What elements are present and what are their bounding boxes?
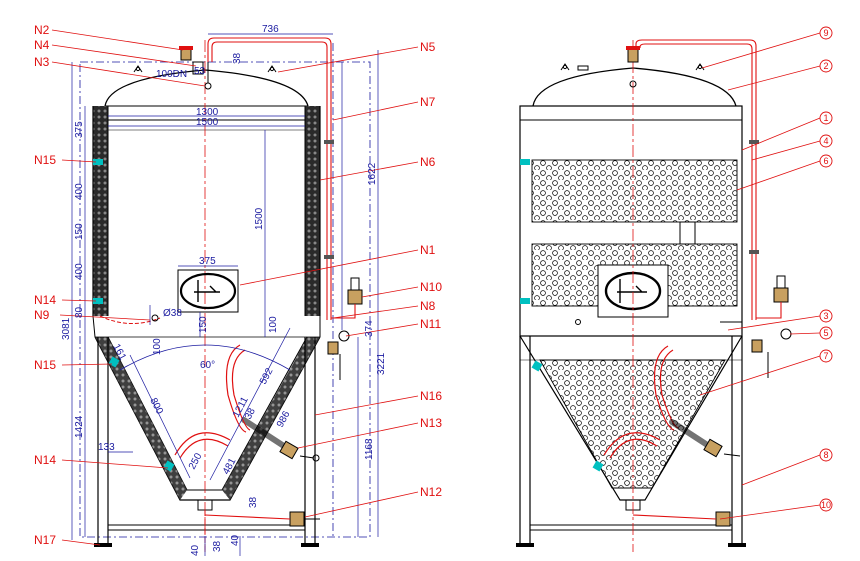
callout-4: 4	[824, 136, 829, 146]
label-n7: N7	[420, 95, 436, 109]
callout-8: 8	[824, 450, 829, 460]
dim-250: 250	[187, 451, 205, 471]
dim-100dn: 100DN	[156, 69, 187, 80]
callout-3: 3	[824, 311, 829, 321]
label-n2: N2	[34, 23, 50, 37]
label-n3: N3	[34, 55, 50, 69]
dim-150-b: 150	[198, 316, 209, 333]
dim-1300: 1300	[196, 107, 219, 118]
dim-100-a: 100	[152, 338, 163, 355]
dim-375-manway: 375	[199, 256, 216, 267]
label-n15-lower: N15	[34, 358, 56, 372]
callout-2: 2	[824, 61, 829, 71]
label-n5: N5	[420, 40, 436, 54]
label-n1: N1	[420, 243, 436, 257]
dim-38-top: 38	[232, 52, 243, 64]
label-n9: N9	[34, 308, 50, 322]
callout-10: 10	[821, 500, 831, 510]
dim-53: 53	[194, 66, 206, 77]
dim-38-d: 38	[212, 540, 223, 552]
label-n16: N16	[420, 389, 442, 403]
label-n6: N6	[420, 155, 436, 169]
dim-1622: 1622	[367, 162, 378, 185]
label-n13: N13	[420, 416, 442, 430]
dim-80: 80	[74, 306, 85, 318]
label-n4: N4	[34, 38, 50, 52]
right-tank-view: 9 2 1 4 6 3 5 7 8 10	[516, 26, 833, 552]
dim-400-a: 400	[74, 183, 85, 200]
dim-374: 374	[364, 320, 375, 337]
dim-375: 375	[74, 121, 85, 138]
dim-100-b: 100	[268, 316, 279, 333]
label-n12: N12	[420, 485, 442, 499]
dim-60-deg: 60°	[200, 360, 215, 371]
label-n11: N11	[420, 317, 441, 331]
label-n17: N17	[34, 533, 56, 547]
dim-38-b: 38	[243, 406, 258, 421]
dim-800: 800	[147, 396, 165, 416]
dim-400-b: 400	[74, 263, 85, 280]
label-n14-lower: N14	[34, 453, 56, 467]
dim-40-a: 40	[190, 544, 201, 556]
dim-1500: 1500	[196, 117, 219, 128]
callout-7: 7	[824, 351, 829, 361]
dim-592: 592	[258, 366, 276, 386]
callout-1: 1	[824, 113, 829, 123]
dim-1500-v: 1500	[254, 207, 265, 230]
callout-6: 6	[824, 156, 829, 166]
dim-3081: 3081	[61, 317, 72, 340]
label-n8: N8	[420, 299, 436, 313]
callout-circles	[819, 26, 833, 512]
label-n14-upper: N14	[34, 293, 56, 307]
dim-736: 736	[262, 24, 279, 35]
dim-1424: 1424	[74, 415, 85, 438]
label-n10: N10	[420, 280, 442, 294]
callout-5: 5	[824, 328, 829, 338]
dim-dia-38: Ø38	[163, 308, 182, 319]
dim-133: 133	[98, 442, 115, 453]
dim-3221: 3221	[376, 352, 387, 375]
dim-38-c: 38	[248, 496, 259, 508]
callout-9: 9	[824, 28, 829, 38]
left-tank-view: N2 N4 N3 N5 N7 N6 N15 N1 N10 N14 N8 N9 N…	[34, 23, 442, 556]
dim-40-b: 40	[230, 534, 241, 546]
dim-1168: 1168	[364, 438, 375, 460]
dim-150-a: 150	[74, 223, 85, 240]
label-n15-upper: N15	[34, 153, 56, 167]
